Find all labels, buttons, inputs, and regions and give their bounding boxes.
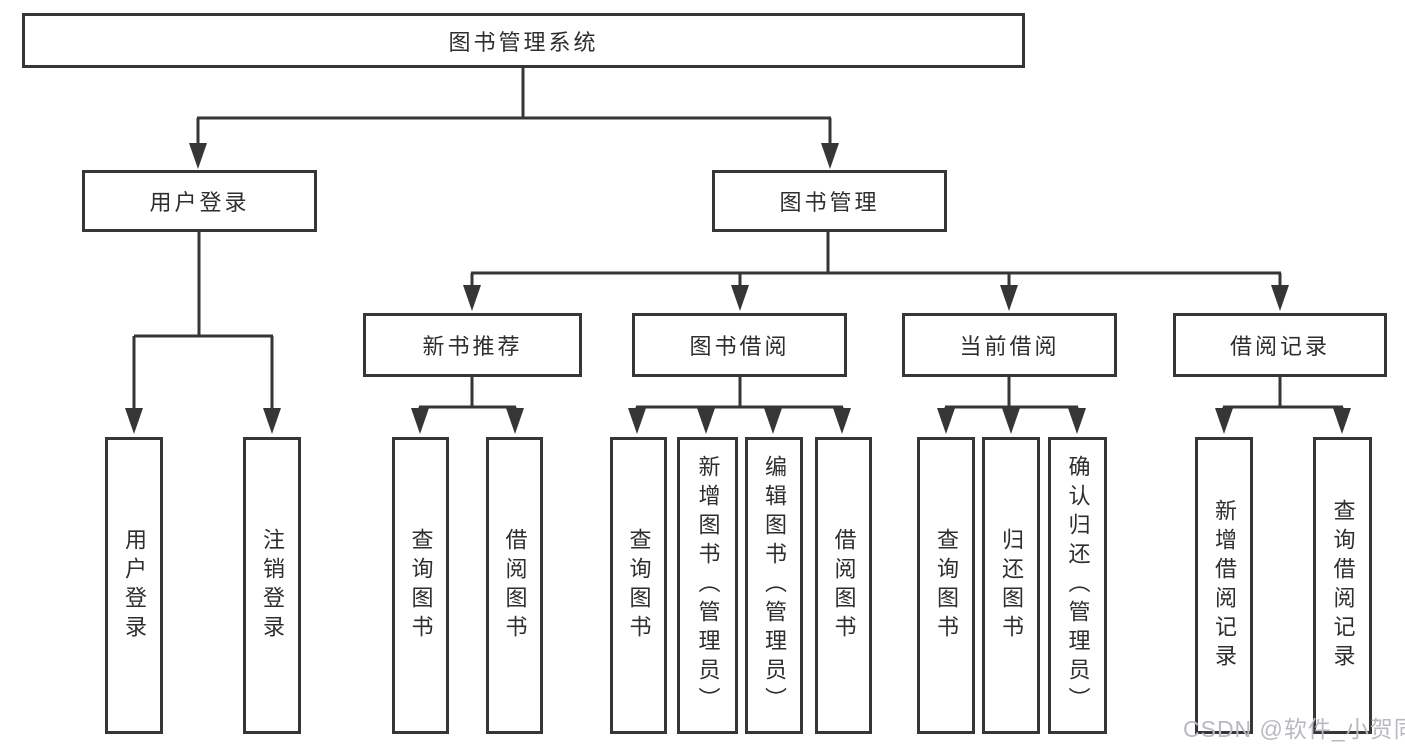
node-library-management-system: 图书管理系统	[22, 13, 1025, 68]
node-logout: 注销登录	[243, 437, 301, 734]
watermark: CSDN @软件_小贺同学	[1183, 716, 1405, 742]
arrowhead-group	[125, 143, 1351, 434]
arrowhead	[263, 408, 281, 434]
node-query-books-current: 查询图书	[917, 437, 975, 734]
node-user-login: 用户登录	[82, 170, 317, 232]
arrowhead	[506, 408, 524, 434]
node-borrowing-records: 借阅记录	[1173, 313, 1387, 377]
arrowhead	[1215, 408, 1233, 434]
node-book-borrowing: 图书借阅	[632, 313, 847, 377]
arrowhead	[463, 285, 481, 311]
arrowhead	[1271, 285, 1289, 311]
arrowhead	[1002, 408, 1020, 434]
node-query-books-borrowing: 查询图书	[610, 437, 667, 734]
node-edit-book-admin: 编辑图书（管理员）	[745, 437, 803, 734]
arrowhead	[833, 408, 851, 434]
node-book-management: 图书管理	[712, 170, 947, 232]
node-return-books: 归还图书	[982, 437, 1040, 734]
arrowhead	[628, 408, 646, 434]
node-current-borrowing: 当前借阅	[902, 313, 1117, 377]
node-add-book-admin: 新增图书（管理员）	[677, 437, 738, 734]
arrowhead	[764, 408, 782, 434]
arrowhead	[1068, 408, 1086, 434]
arrowhead	[1000, 285, 1018, 311]
arrowhead	[411, 408, 429, 434]
arrowhead	[821, 143, 839, 169]
node-user-login-leaf: 用户登录	[105, 437, 163, 734]
arrowhead	[697, 408, 715, 434]
node-borrow-books-recommend: 借阅图书	[486, 437, 543, 734]
arrowhead	[125, 408, 143, 434]
node-new-book-recommendation: 新书推荐	[363, 313, 582, 377]
arrowhead	[731, 285, 749, 311]
arrowhead	[1333, 408, 1351, 434]
node-query-books-recommend: 查询图书	[392, 437, 449, 734]
node-add-borrow-record: 新增借阅记录	[1195, 437, 1253, 734]
node-borrow-books-borrowing: 借阅图书	[815, 437, 872, 734]
arrowhead	[937, 408, 955, 434]
node-query-borrow-record: 查询借阅记录	[1313, 437, 1372, 734]
arrowhead	[189, 143, 207, 169]
node-confirm-return-admin: 确认归还（管理员）	[1048, 437, 1107, 734]
